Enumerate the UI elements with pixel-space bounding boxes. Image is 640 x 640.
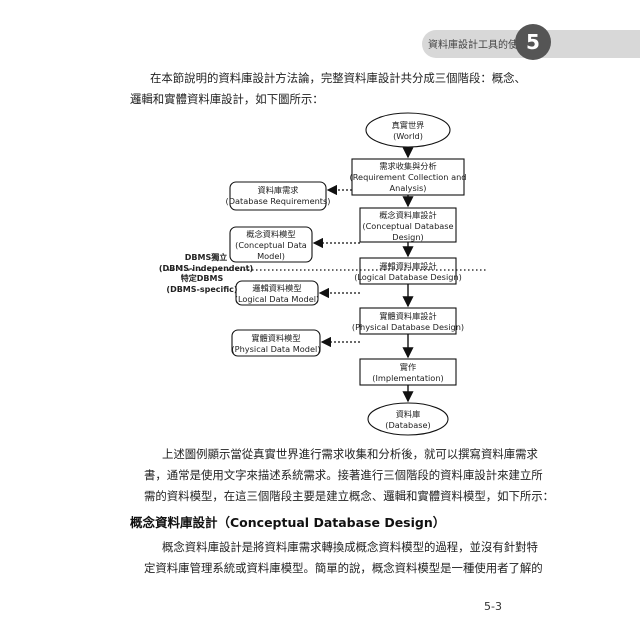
- chapter-badge: 5: [515, 24, 551, 60]
- section-line-1: 概念資料庫設計是將資料庫需求轉換成概念資料模型的過程，並沒有針對特: [162, 540, 538, 554]
- ldesign-label-2: (Logical Database Design): [354, 272, 462, 282]
- logical-design-box: [359, 257, 457, 285]
- dbreq-label-2: (Database Requirements): [226, 196, 331, 206]
- dbms-independent-label-1: DBMS獨立: [185, 252, 227, 262]
- implementation-box: [359, 358, 457, 386]
- req-label-3: Analysis): [390, 183, 427, 193]
- cmodel-label-3: Model): [257, 251, 285, 261]
- body-line-2: 書，通常是使用文字來描述系統需求。接著進行三個階段的資料庫設計來建立所: [144, 468, 543, 482]
- body-line-3: 需的資料模型，在這三個階段主要是建立概念、邏輯和實體資料模型，如下所示：: [144, 489, 555, 503]
- dbms-independent-label-2: (DBMS-independent): [159, 264, 253, 273]
- world-label-en: (World): [393, 131, 423, 141]
- lmodel-label-2: (Logical Data Model): [235, 294, 319, 304]
- intro-line-2: 邏輯和實體資料庫設計，如下圖所示：: [130, 92, 324, 106]
- pdesign-label-1: 實體資料庫設計: [379, 311, 436, 321]
- database-node: [367, 402, 449, 436]
- pmodel-label-2: (Physical Data Model): [231, 344, 320, 354]
- body-line-1: 上述圖例顯示當從真實世界進行需求收集和分析後，就可以撰寫資料庫需求: [162, 447, 538, 461]
- running-title: 資料庫設計工具的使用: [428, 40, 528, 51]
- pmodel-label-1: 實體資料模型: [251, 333, 300, 343]
- dbms-specific-label-2: (DBMS-specific): [166, 285, 237, 294]
- logical-model-box: [235, 280, 319, 306]
- physical-design-box: [359, 307, 457, 335]
- section-line-2: 定資料庫管理系統或資料庫模型。簡單的說，概念資料模型是一種使用者了解的: [144, 561, 543, 575]
- lmodel-label-1: 邏輯資料模型: [252, 283, 301, 293]
- cdesign-label-3: Design): [392, 232, 423, 242]
- world-node: [365, 112, 451, 148]
- cdesign-label-1: 概念資料庫設計: [379, 210, 436, 220]
- ldesign-label-1: 邏輯資料庫設計: [379, 261, 436, 271]
- physical-model-box: [231, 329, 321, 357]
- db-requirements-box: [229, 181, 327, 211]
- conceptual-design-box: [359, 207, 457, 243]
- conceptual-model-box: [229, 226, 313, 263]
- cmodel-label-2: (Conceptual Data: [235, 240, 307, 250]
- dbreq-label-1: 資料庫需求: [258, 185, 299, 195]
- db-label-2: (Database): [385, 420, 430, 430]
- impl-label-2: (Implementation): [372, 373, 443, 383]
- cmodel-label-1: 概念資料模型: [246, 229, 295, 239]
- intro-line-1: 在本節說明的資料庫設計方法論，完整資料庫設計共分成三個階段：概念、: [150, 71, 526, 85]
- page-number: 5-3: [484, 600, 502, 613]
- impl-label-1: 實作: [400, 362, 416, 372]
- req-label-1: 需求收集與分析: [379, 161, 436, 171]
- dbms-specific-label-1: 特定DBMS: [181, 273, 224, 283]
- cdesign-label-2: (Conceptual Database: [362, 221, 453, 231]
- pdesign-label-2: (Physical Database Design): [352, 322, 464, 332]
- requirement-analysis-box: [351, 158, 465, 196]
- req-label-2: (Requirement Collection and: [350, 172, 467, 182]
- world-label-zh: 真實世界: [392, 120, 425, 130]
- section-title: 概念資料庫設計（Conceptual Database Design）: [130, 515, 446, 530]
- db-label-1: 資料庫: [396, 409, 421, 419]
